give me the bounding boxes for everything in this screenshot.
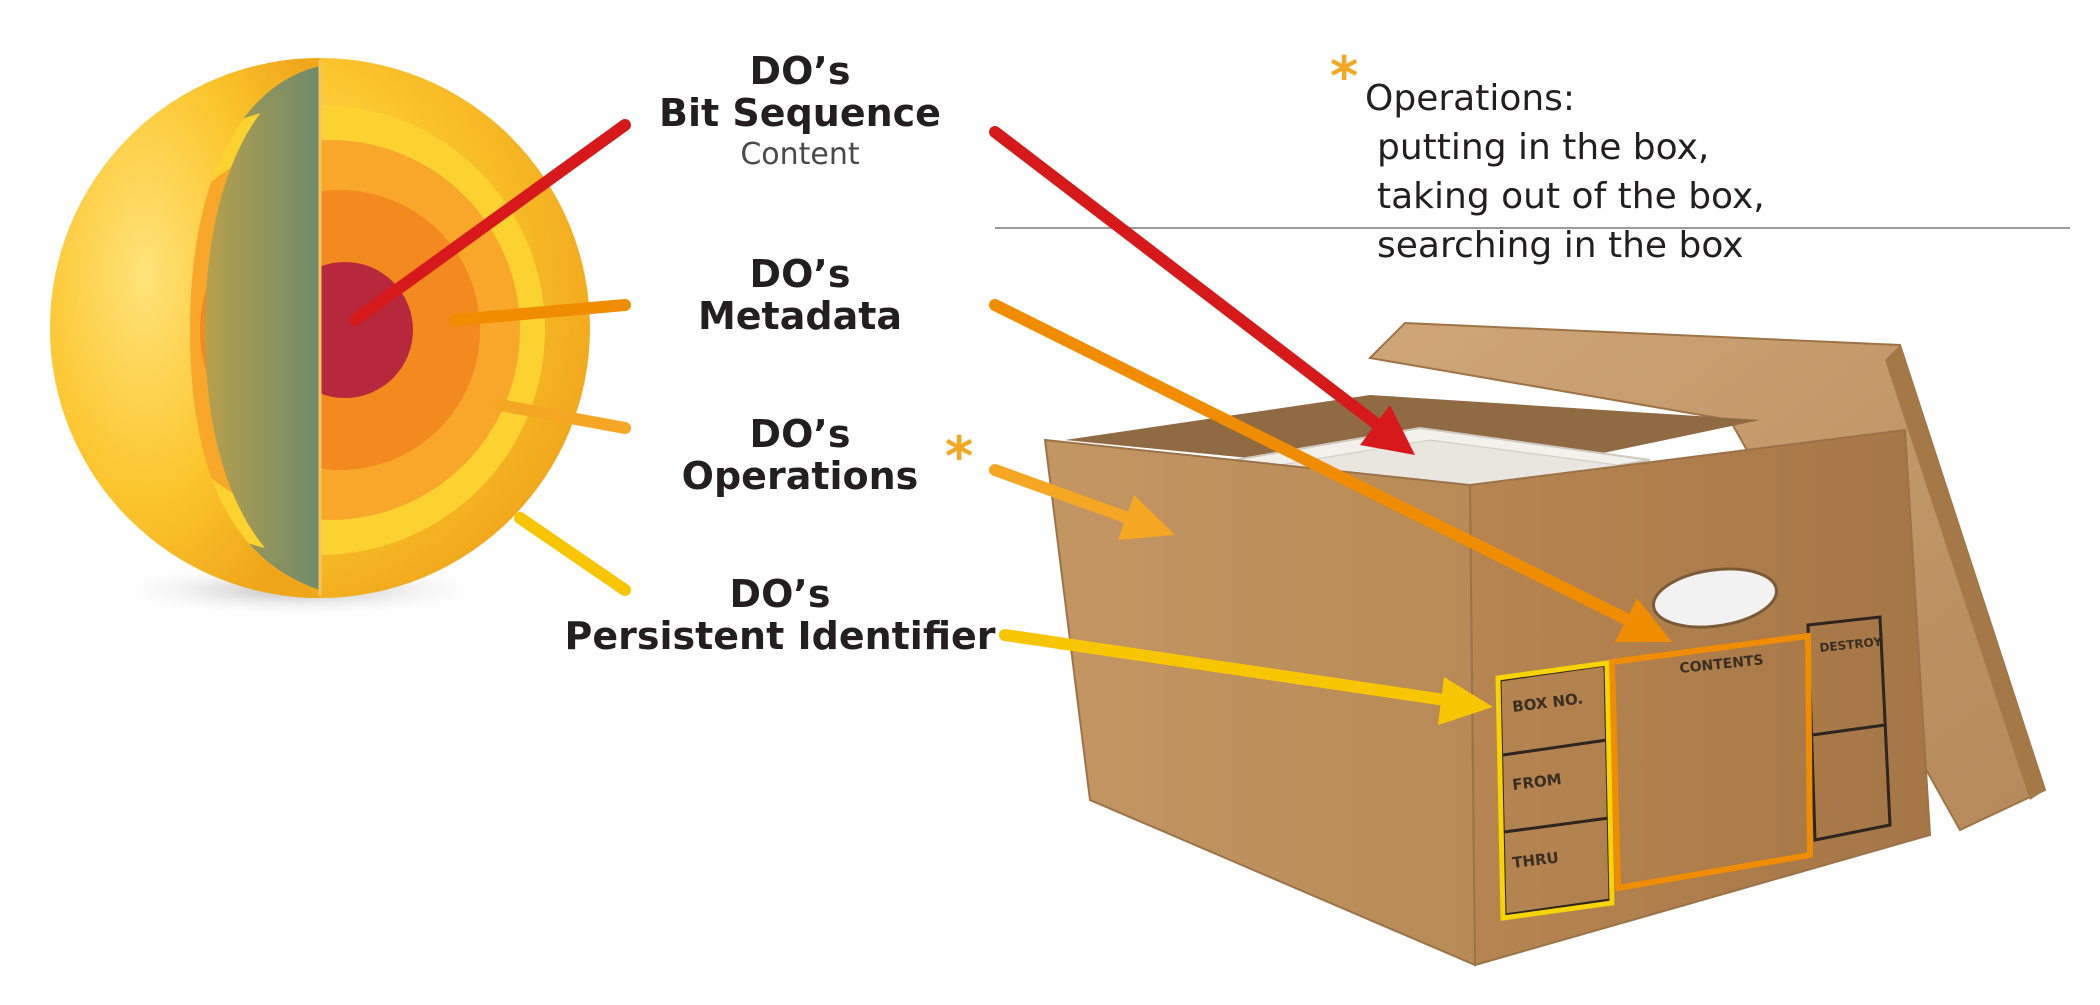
box-grid-line bbox=[1811, 723, 1886, 737]
metadata-highlight bbox=[1608, 632, 1814, 892]
box-arrows bbox=[989, 126, 1672, 725]
box-lid-edge bbox=[1885, 345, 2045, 800]
operations-note-item: taking out of the box, bbox=[1377, 176, 1765, 217]
operations-note: Operations: putting in the box, taking o… bbox=[1365, 74, 1765, 270]
label-operations: DO’s Operations bbox=[640, 415, 960, 495]
pointer-metadata bbox=[449, 299, 631, 326]
operations-note-item: searching in the box bbox=[1377, 225, 1744, 266]
label-bit-sequence: DO’s Bit Sequence Content bbox=[640, 52, 960, 170]
arrow-identifier-head bbox=[1438, 677, 1493, 725]
arrow-metadata bbox=[989, 299, 1634, 626]
pointer-operations bbox=[494, 399, 631, 434]
archive-box: BOX NO. FROM THRU CONTENTS DESTROY bbox=[1043, 321, 2047, 967]
arrow-identifier bbox=[999, 629, 1451, 706]
arrow-operations bbox=[989, 464, 1134, 524]
label-identifier-prefix: DO’s bbox=[729, 572, 831, 616]
box-grid-right bbox=[1806, 615, 1892, 842]
box-handle bbox=[1651, 567, 1779, 629]
label-identifier-title: Persistent Identifier bbox=[564, 614, 996, 658]
label-operations-prefix: DO’s bbox=[749, 412, 851, 456]
identifier-highlight bbox=[1495, 660, 1615, 921]
layered-sphere bbox=[50, 58, 590, 618]
label-metadata-prefix: DO’s bbox=[749, 252, 851, 296]
box-grid-line bbox=[1503, 816, 1610, 834]
pointer-identifier bbox=[514, 512, 631, 596]
label-bit-sequence-sub: Content bbox=[740, 137, 860, 172]
label-identifier: DO’s Persistent Identifier bbox=[560, 575, 1000, 655]
operations-note-item: putting in the box, bbox=[1377, 127, 1710, 168]
label-operations-title: Operations bbox=[681, 454, 919, 498]
arrow-metadata-head bbox=[1615, 598, 1672, 642]
pointer-bit-sequence bbox=[349, 119, 631, 326]
box-label-from: FROM bbox=[1511, 770, 1562, 794]
operations-asterisk: * bbox=[945, 425, 974, 488]
label-metadata: DO’s Metadata bbox=[640, 255, 960, 335]
sphere-left-shell bbox=[50, 58, 321, 598]
label-bit-sequence-prefix: DO’s bbox=[749, 49, 851, 93]
arrow-operations-head bbox=[1118, 495, 1175, 540]
box-label-thru: THRU bbox=[1511, 848, 1559, 872]
sphere-left-band bbox=[205, 66, 320, 590]
sphere-pointers bbox=[349, 119, 631, 596]
box-front-face bbox=[1043, 438, 1477, 967]
label-metadata-title: Metadata bbox=[697, 294, 903, 338]
label-bit-sequence-title: Bit Sequence bbox=[659, 91, 941, 135]
box-label-destroy: DESTROY bbox=[1819, 634, 1883, 655]
arrow-bit-sequence-head bbox=[1360, 405, 1415, 455]
operations-note-heading: Operations: bbox=[1365, 78, 1576, 119]
arrow-bit-sequence bbox=[989, 126, 1384, 431]
operations-note-asterisk: * bbox=[1330, 45, 1359, 108]
box-grid-line bbox=[1502, 738, 1608, 757]
